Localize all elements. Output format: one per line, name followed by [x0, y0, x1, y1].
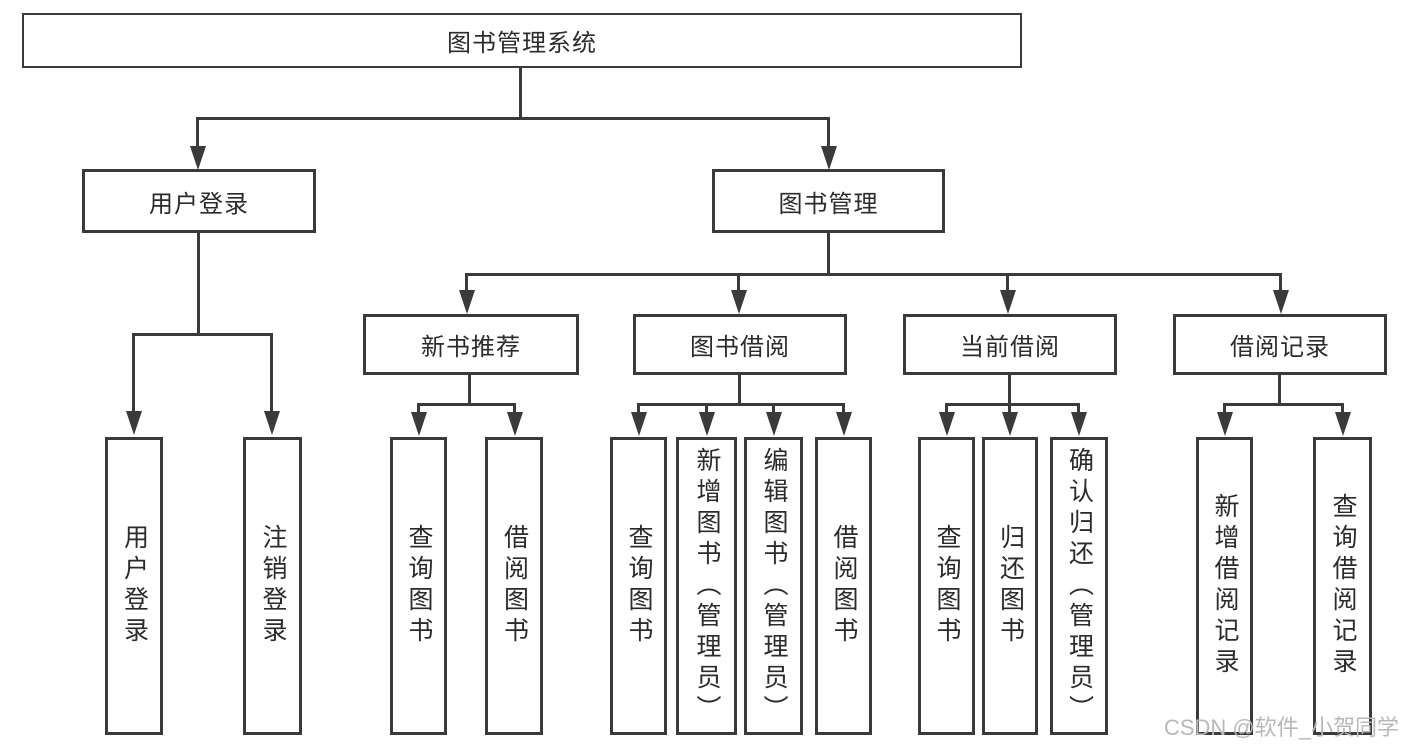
leaf-user-login: 用户登录: [105, 437, 163, 735]
watermark: CSDN @软件_小贺同学: [1163, 715, 1399, 740]
connector-line: [1223, 403, 1344, 406]
leaf-label: 新增图书（管理员）: [693, 446, 721, 726]
node-borrowing-records: 借阅记录: [1173, 314, 1387, 375]
leaf-add-books-admin: 新增图书（管理员）: [676, 437, 737, 735]
node-current-borrowing: 当前借阅: [903, 314, 1117, 375]
connector-line: [1223, 403, 1226, 413]
connector-line: [465, 273, 468, 293]
arrowhead-down-icon: [731, 290, 747, 314]
node-user-login: 用户登录: [82, 169, 316, 233]
node-label: 当前借阅: [960, 334, 1060, 361]
arrowhead-down-icon: [126, 411, 142, 435]
connector-line: [1077, 403, 1080, 413]
arrowhead-down-icon: [836, 412, 852, 436]
connector-line: [705, 403, 708, 413]
leaf-confirm-return-admin: 确认归还（管理员）: [1050, 437, 1108, 735]
leaf-return-books: 归还图书: [982, 437, 1038, 735]
node-new-book-recommendation: 新书推荐: [363, 314, 579, 375]
connector-line: [945, 403, 948, 413]
node-label: 图书借阅: [690, 334, 790, 361]
connector-line: [738, 375, 741, 405]
arrowhead-down-icon: [1002, 412, 1018, 436]
connector-line: [1008, 375, 1011, 405]
arrowhead-down-icon: [1273, 290, 1289, 314]
connector-line: [196, 117, 830, 120]
connector-line: [637, 403, 845, 406]
node-label: 用户登录: [149, 190, 249, 218]
leaf-query-books-current: 查询图书: [918, 437, 975, 735]
arrowhead-down-icon: [459, 290, 475, 314]
connector-line: [132, 333, 135, 411]
leaf-borrow-books-recommend: 借阅图书: [485, 437, 543, 735]
connector-line: [945, 403, 1080, 406]
connector-line: [197, 233, 200, 336]
leaf-label: 借阅图书: [830, 524, 858, 648]
connector-line: [513, 403, 516, 413]
leaf-label: 借阅图书: [500, 524, 529, 648]
connector-line: [270, 333, 273, 411]
connector-line: [737, 273, 740, 293]
connector-line: [1006, 273, 1009, 293]
leaf-label: 用户登录: [120, 524, 149, 648]
arrowhead-down-icon: [1071, 412, 1087, 436]
arrowhead-down-icon: [699, 412, 715, 436]
leaf-label: 查询借阅记录: [1329, 493, 1357, 679]
leaf-label: 查询图书: [405, 524, 433, 648]
arrowhead-down-icon: [821, 146, 837, 170]
connector-line: [827, 117, 830, 149]
leaf-add-borrow-record: 新增借阅记录: [1196, 437, 1253, 735]
connector-line: [842, 403, 845, 413]
leaf-label: 新增借阅记录: [1211, 493, 1239, 679]
connector-line: [465, 273, 1281, 276]
arrowhead-down-icon: [766, 412, 782, 436]
connector-line: [519, 68, 522, 117]
arrowhead-down-icon: [264, 411, 280, 435]
node-label: 借阅记录: [1230, 334, 1330, 361]
leaf-label: 查询图书: [933, 524, 961, 648]
arrowhead-down-icon: [1217, 412, 1233, 436]
node-library-management-system: 图书管理系统: [22, 13, 1022, 68]
node-book-borrowing: 图书借阅: [633, 314, 847, 375]
leaf-query-borrow-record: 查询借阅记录: [1313, 437, 1372, 735]
node-label: 图书管理系统: [447, 30, 597, 57]
leaf-logout-login: 注销登录: [243, 437, 302, 735]
connector-line: [1341, 403, 1344, 413]
arrowhead-down-icon: [411, 412, 427, 436]
arrowhead-down-icon: [1335, 412, 1351, 436]
node-label: 图书管理: [778, 190, 879, 218]
leaf-label: 查询图书: [625, 524, 653, 648]
leaf-edit-books-admin: 编辑图书（管理员）: [744, 437, 803, 735]
leaf-label: 确认归还（管理员）: [1065, 446, 1094, 726]
connector-line: [827, 233, 830, 275]
leaf-label: 归还图书: [996, 524, 1025, 648]
arrowhead-down-icon: [1000, 290, 1016, 314]
leaf-label: 注销登录: [259, 524, 287, 648]
leaf-borrow-books-borrow: 借阅图书: [815, 437, 872, 735]
connector-line: [417, 403, 516, 406]
arrowhead-down-icon: [631, 412, 647, 436]
leaf-label: 编辑图书（管理员）: [760, 446, 788, 726]
connector-line: [1279, 273, 1282, 293]
connector-line: [132, 333, 273, 336]
connector-line: [772, 403, 775, 413]
arrowhead-down-icon: [507, 412, 523, 436]
node-label: 新书推荐: [421, 334, 521, 361]
node-book-management: 图书管理: [712, 169, 945, 233]
connector-line: [637, 403, 640, 413]
leaf-query-books-recommend: 查询图书: [390, 437, 447, 735]
connector-line: [417, 403, 420, 413]
connector-line: [1008, 403, 1011, 413]
connector-line: [1278, 375, 1281, 405]
connector-line: [468, 375, 471, 405]
arrowhead-down-icon: [190, 146, 206, 170]
leaf-query-books-borrow: 查询图书: [610, 437, 667, 735]
connector-line: [196, 117, 199, 149]
arrowhead-down-icon: [939, 412, 955, 436]
